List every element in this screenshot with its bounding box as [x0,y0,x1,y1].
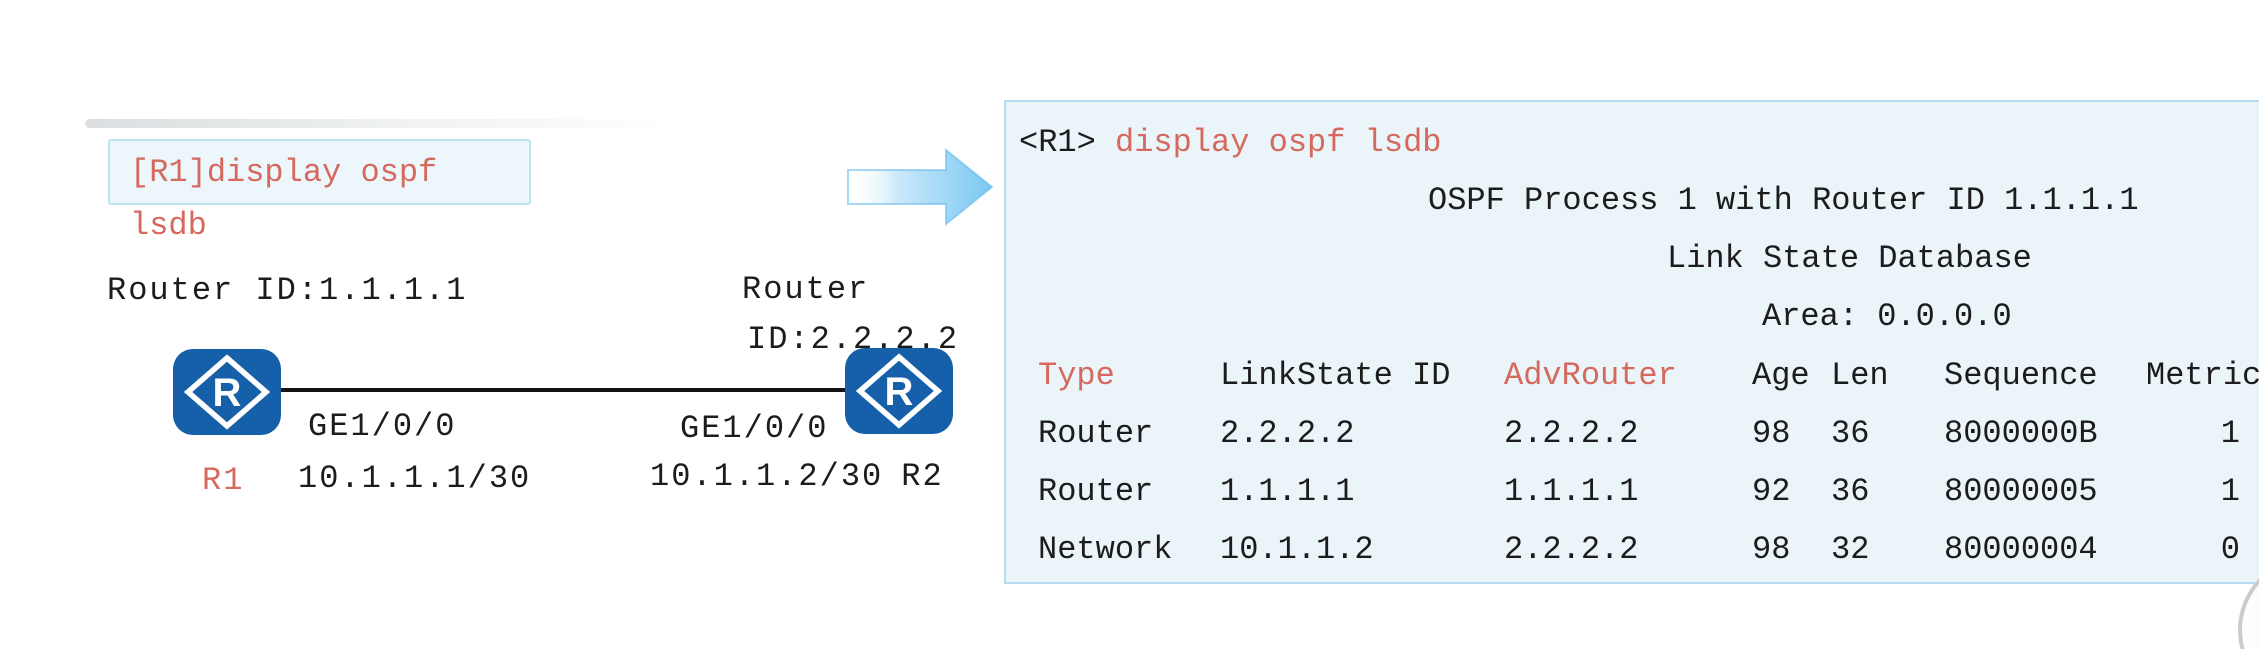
lsdb-table: Type LinkState ID AdvRouter Age Len Sequ… [1006,346,2259,578]
router-icon-r1: R [173,349,281,435]
r2-interface-label: GE1/0/0 [680,410,829,447]
lsdb-cell-len: 36 [1831,414,1870,452]
command-annotation-box: [R1]display ospf [108,139,531,205]
lsdb-cell-advrouter: 2.2.2.2 [1504,530,1639,568]
lsdb-cell-sequence: 80000004 [1944,530,2098,568]
terminal-output-panel: <R1> display ospf lsdb OSPF Process 1 wi… [1004,100,2259,584]
r1-ip-label: 10.1.1.1/30 [298,460,532,497]
terminal-command: display ospf lsdb [1115,124,1442,161]
video-artifact-streak [85,119,660,128]
r2-ip-label: 10.1.1.2/30 R2 [650,458,944,495]
lsdb-header-len: Len [1831,356,1889,394]
terminal-command-line: <R1> display ospf lsdb [1019,114,2259,172]
router-icon-glyph: R [213,371,242,415]
lsdb-header-metric: Metric [2146,356,2259,394]
router-icon-glyph: R [885,370,914,414]
ospf-process-line: OSPF Process 1 with Router ID 1.1.1.1 [1428,182,2139,219]
ospf-link-line [280,388,850,392]
lsdb-header-advrouter: AdvRouter [1504,356,1677,394]
command-annotation-text: [R1]display ospf [130,153,438,191]
link-state-database-line: Link State Database [1667,240,2032,277]
r2-router-id-label-line1: Router [742,271,870,308]
r1-router-id-label: Router ID:1.1.1.1 [107,272,468,309]
command-annotation-overflow: lsdb [130,207,207,244]
lsdb-cell-advrouter: 2.2.2.2 [1504,414,1639,452]
area-line: Area: 0.0.0.0 [1762,298,2012,335]
lsdb-cell-metric: 1 [2220,414,2240,452]
r1-interface-label: GE1/0/0 [308,408,457,445]
lsdb-header-sequence: Sequence [1944,356,2098,394]
lsdb-cell-sequence: 80000005 [1944,472,2098,510]
lsdb-cell-len: 36 [1831,472,1870,510]
lsdb-cell-len: 32 [1831,530,1870,568]
flow-arrow-icon [847,147,994,227]
r1-name-label: R1 [202,462,245,499]
lsdb-cell-type: Network [1038,530,1173,568]
lsdb-cell-age: 98 [1752,530,1791,568]
r2-ip-value: 10.1.1.2/30 [650,458,884,495]
lsdb-cell-linkstate-id: 2.2.2.2 [1220,414,1355,452]
lsdb-cell-linkstate-id: 10.1.1.2 [1220,530,1374,568]
terminal-prompt: <R1> [1019,124,1116,161]
lsdb-cell-advrouter: 1.1.1.1 [1504,472,1639,510]
lsdb-header-linkstate-id: LinkState ID [1220,356,1451,394]
lsdb-cell-age: 98 [1752,414,1791,452]
lsdb-cell-sequence: 8000000B [1944,414,2098,452]
lsdb-cell-linkstate-id: 1.1.1.1 [1220,472,1355,510]
r2-name-label: R2 [901,458,944,495]
lsdb-cell-age: 92 [1752,472,1791,510]
lsdb-header-type: Type [1038,356,1115,394]
lsdb-cell-metric: 0 [2220,530,2240,568]
lsdb-cell-metric: 1 [2220,472,2240,510]
lsdb-header-age: Age [1752,356,1810,394]
router-icon-r2: R [845,348,953,434]
lsdb-cell-type: Router [1038,472,1154,510]
r2-router-id-label-line2: ID:2.2.2.2 [747,321,960,358]
lsdb-cell-type: Router [1038,414,1154,452]
